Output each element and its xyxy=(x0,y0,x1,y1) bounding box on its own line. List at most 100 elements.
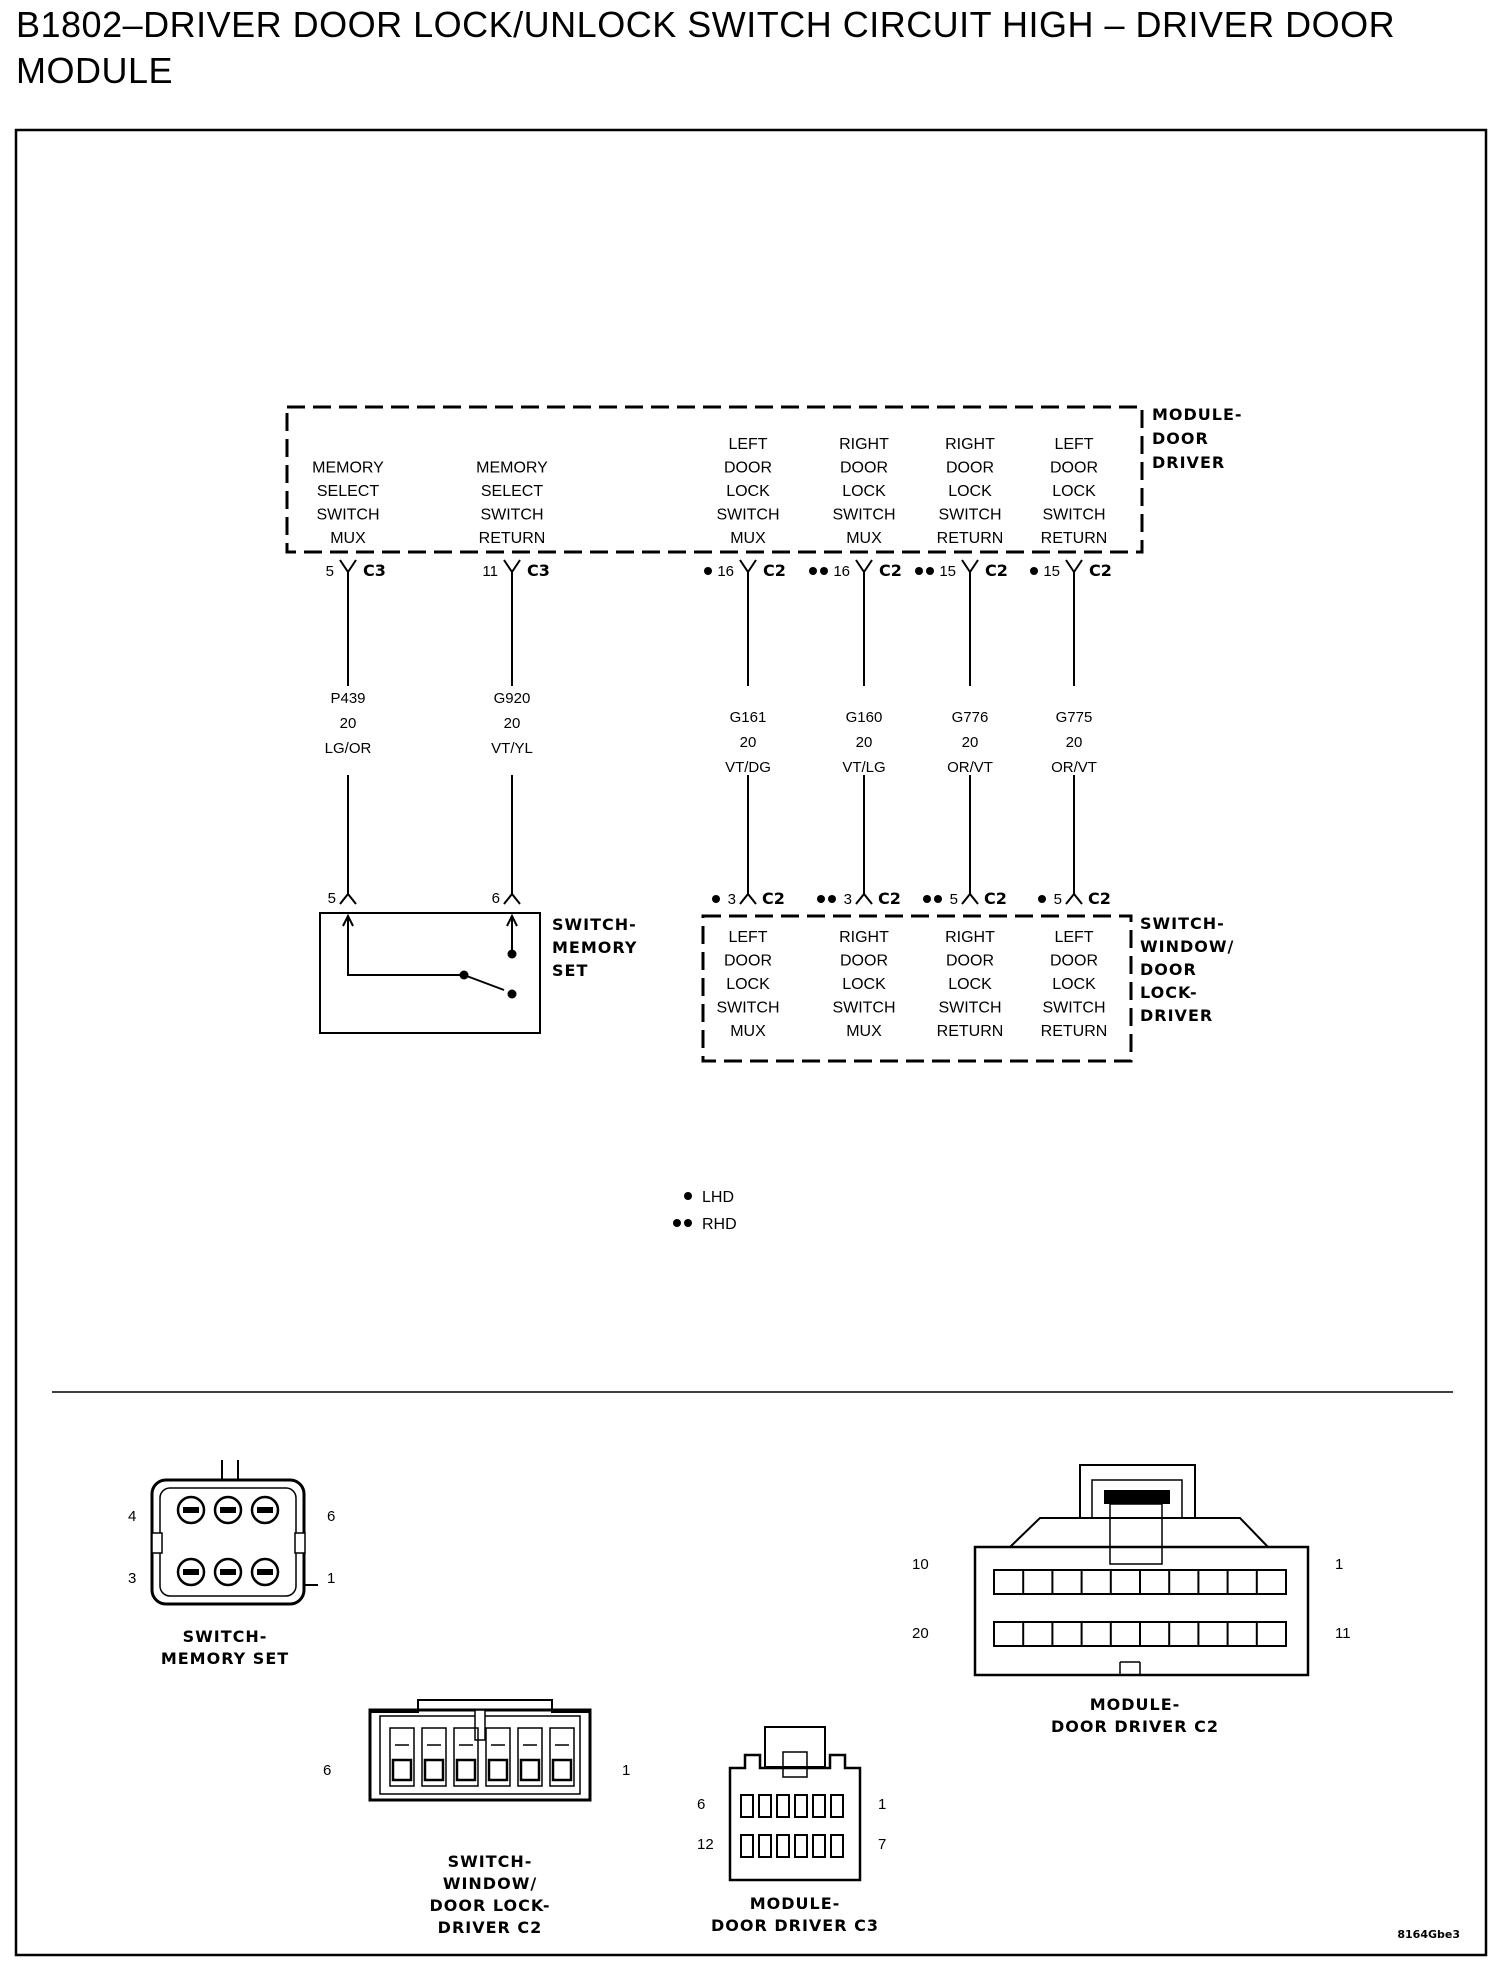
memory-switch-terminal xyxy=(339,892,357,905)
module-name-line: DRIVER xyxy=(1152,453,1225,472)
module-connector-id: C2 xyxy=(879,561,902,580)
cavity xyxy=(794,1834,808,1858)
wire-label: VT/LG xyxy=(842,759,885,776)
window-switch-connector-id: C2 xyxy=(1088,889,1111,908)
wire-label: G776 xyxy=(952,709,989,726)
cavity-terminal xyxy=(551,1758,573,1782)
window-switch-circuit-label: RETURN xyxy=(937,1023,1004,1040)
cavity-terminal xyxy=(519,1758,541,1782)
cavity xyxy=(485,1727,511,1787)
window-switch-circuit-label: RIGHT xyxy=(945,929,995,946)
window-switch-circuit-label: DOOR xyxy=(946,953,994,970)
window-c2-pin-left: 6 xyxy=(323,1762,331,1779)
window-switch-circuit-label: MUX xyxy=(730,1023,766,1040)
window-switch-circuit-label: SWITCH xyxy=(832,1000,895,1017)
module-circuit-label: DOOR xyxy=(1050,460,1098,477)
wire-label: OR/VT xyxy=(1051,759,1097,776)
legend-marker xyxy=(684,1192,692,1200)
cavity xyxy=(776,1834,790,1858)
door-c2-view-title-1: MODULE- xyxy=(1090,1695,1181,1714)
cavity xyxy=(812,1794,826,1818)
cavity xyxy=(776,1794,790,1818)
module-circuit-label: RIGHT xyxy=(945,436,995,453)
module-pin-number: 11 xyxy=(482,563,498,580)
window-switch-circuit-label: DOOR xyxy=(724,953,772,970)
memset-pin-bottom-left: 3 xyxy=(128,1570,136,1587)
wire-label: G920 xyxy=(494,690,531,707)
door-c2-view-title-2: DOOR DRIVER C2 xyxy=(1051,1717,1219,1736)
memory-switch-name-line: SET xyxy=(552,961,588,980)
module-circuit-labels: MEMORYSELECTSWITCHMUXMEMORYSELECTSWITCHR… xyxy=(312,436,1107,547)
window-c2-view-title-1: SWITCH- xyxy=(448,1852,533,1871)
module-connector-id: C3 xyxy=(527,561,550,580)
cavity xyxy=(830,1794,844,1818)
window-switch-circuit-label: LEFT xyxy=(728,929,767,946)
memset-pin-bottom-right: 1 xyxy=(327,1570,335,1587)
hand-drive-marker xyxy=(817,895,825,903)
door-c2-pin-top-right: 1 xyxy=(1335,1556,1343,1573)
legend-label: RHD xyxy=(702,1216,737,1233)
module-circuit-label: LOCK xyxy=(842,483,886,500)
module-pin-number: 15 xyxy=(1043,563,1060,580)
door-c2-pin-top-left: 10 xyxy=(912,1556,929,1573)
hand-drive-marker xyxy=(704,567,712,575)
window-switch-name-line: SWITCH- xyxy=(1140,914,1225,933)
module-connector-id: C2 xyxy=(985,561,1008,580)
module-circuit-label: RIGHT xyxy=(839,436,889,453)
memory-switch-terminal xyxy=(503,892,521,905)
module-circuit-label: SWITCH xyxy=(832,507,895,524)
cavity-terminal xyxy=(391,1758,413,1782)
module-circuit-label: RETURN xyxy=(1041,530,1108,547)
memory-switch-pin-number: 5 xyxy=(328,890,336,907)
window-switch-circuit-label: DOOR xyxy=(840,953,888,970)
window-switch-name-line: WINDOW/ xyxy=(1140,937,1234,956)
cavity xyxy=(758,1834,772,1858)
wire-label: 20 xyxy=(1066,734,1083,751)
module-circuit-label: LOCK xyxy=(726,483,770,500)
window-switch-pin-number: 5 xyxy=(950,891,958,908)
module-circuit-label: RETURN xyxy=(937,530,1004,547)
cavity xyxy=(421,1727,447,1787)
legend-label: LHD xyxy=(702,1189,734,1206)
wire-label: 20 xyxy=(340,715,357,732)
cavity xyxy=(389,1727,415,1787)
cavity xyxy=(453,1727,479,1787)
window-switch-name-line: DRIVER xyxy=(1140,1006,1213,1025)
diagram-frame xyxy=(14,128,1488,1957)
wire-label: VT/YL xyxy=(491,740,533,757)
wire-label: LG/OR xyxy=(325,740,372,757)
cavity xyxy=(794,1794,808,1818)
figure-id: 8164Gbe3 xyxy=(1397,1928,1460,1941)
cavity xyxy=(740,1834,754,1858)
hand-drive-marker xyxy=(712,895,720,903)
memset-pin-top-left: 4 xyxy=(128,1508,136,1525)
module-circuit-label: RETURN xyxy=(479,530,546,547)
module-circuit-label: MEMORY xyxy=(476,460,548,477)
door-c3-pin-top-left: 6 xyxy=(697,1796,705,1813)
module-connector-id: C2 xyxy=(1089,561,1112,580)
module-terminal xyxy=(961,559,979,574)
window-switch-circuit-label: SWITCH xyxy=(716,1000,779,1017)
hand-drive-marker xyxy=(828,895,836,903)
cavity-terminal xyxy=(455,1758,477,1782)
door-c3-pin-bottom-right: 7 xyxy=(878,1836,886,1853)
wire-label: P439 xyxy=(330,690,365,707)
wire-label: G160 xyxy=(846,709,883,726)
module-circuit-label: DOOR xyxy=(840,460,888,477)
window-switch-circuit-label: LOCK xyxy=(726,976,770,993)
hand-drive-marker xyxy=(820,567,828,575)
window-switch-terminal xyxy=(739,892,757,905)
window-c2-view-title-4: DRIVER C2 xyxy=(438,1918,543,1937)
module-circuit-label: MEMORY xyxy=(312,460,384,477)
module-circuit-label: SWITCH xyxy=(938,507,1001,524)
wire-label: 20 xyxy=(962,734,979,751)
module-connector-id: C3 xyxy=(363,561,386,580)
module-name-line: MODULE- xyxy=(1152,405,1243,424)
window-switch-circuit-label: RETURN xyxy=(1041,1023,1108,1040)
module-circuit-label: LOCK xyxy=(1052,483,1096,500)
memory-switch-internal-wire xyxy=(347,918,464,976)
wire-label: VT/DG xyxy=(725,759,771,776)
